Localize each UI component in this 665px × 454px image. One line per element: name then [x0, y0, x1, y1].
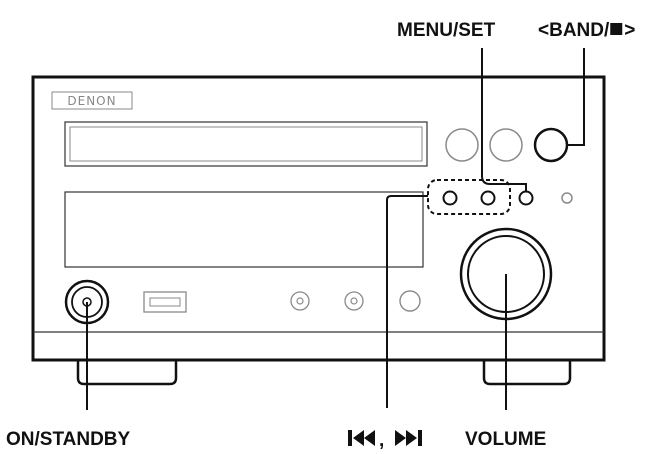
- display-window: [64, 191, 424, 268]
- skip-separator: ,: [379, 430, 384, 451]
- top-knob-2[interactable]: [489, 128, 523, 162]
- stop-square-icon: [610, 23, 623, 35]
- skip-forward-icon: [395, 430, 422, 446]
- band-stop-leader-line: [567, 48, 585, 146]
- right-foot: [482, 360, 572, 386]
- skip-back-button[interactable]: [442, 190, 458, 206]
- input-jack-3: [399, 290, 421, 312]
- brand-logo-text: DENON: [67, 94, 116, 108]
- skip-back-icon: [348, 430, 375, 446]
- menu-set-leader-line: [481, 48, 527, 191]
- left-foot: [76, 360, 178, 386]
- skip-leader-line: [386, 195, 428, 408]
- usb-port: [143, 291, 187, 313]
- disc-slot: [64, 121, 428, 167]
- input-jack-1: [290, 291, 310, 311]
- on-standby-label: ON/STANDBY: [6, 429, 131, 450]
- indicator-led: [561, 192, 573, 204]
- skip-label: ,: [348, 430, 422, 451]
- top-knob-1[interactable]: [445, 128, 479, 162]
- brand-logo: DENON: [51, 91, 133, 110]
- menu-set-button[interactable]: [518, 190, 534, 206]
- skip-forward-button[interactable]: [480, 190, 496, 206]
- volume-label: VOLUME: [465, 429, 546, 450]
- skip-buttons-highlight: [427, 179, 511, 215]
- band-stop-label: <BAND/ >: [538, 20, 635, 41]
- band-stop-label-prefix: <BAND/: [538, 20, 610, 41]
- device-body: [31, 75, 606, 362]
- input-jack-2: [344, 291, 364, 311]
- band-stop-label-suffix: >: [624, 20, 635, 41]
- band-stop-button[interactable]: [533, 127, 569, 163]
- menu-set-label: MENU/SET: [397, 20, 496, 41]
- device-feet: [76, 360, 572, 386]
